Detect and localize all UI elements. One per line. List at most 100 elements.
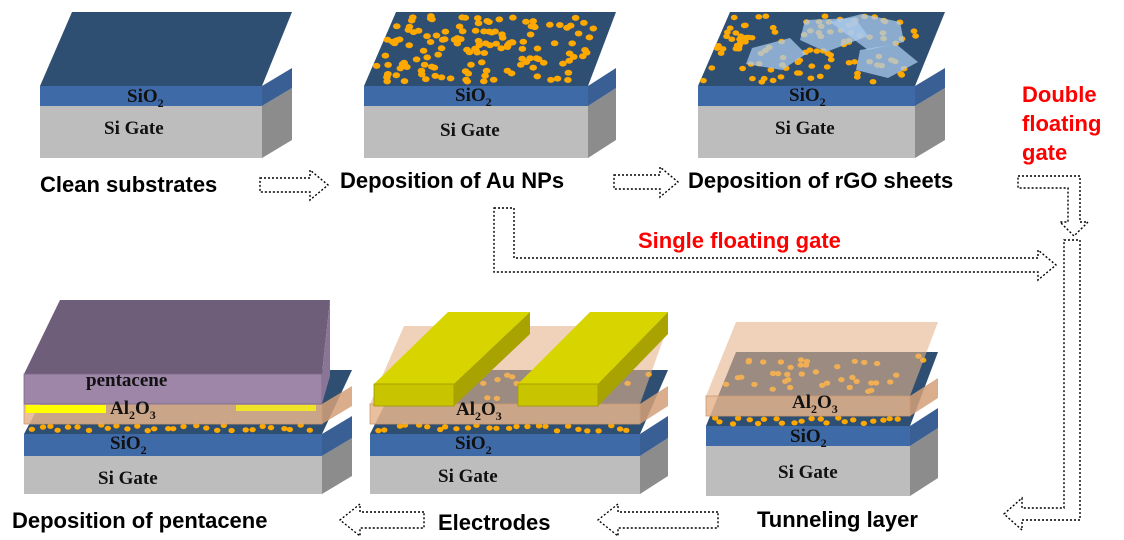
au-nanoparticle [170, 426, 177, 432]
au-nanoparticle [412, 56, 421, 63]
al2o3-side [640, 386, 668, 424]
au-nanoparticle [910, 28, 918, 34]
au-nanoparticle [542, 423, 549, 429]
au-nanoparticle [724, 29, 731, 35]
au-nanoparticle [426, 39, 435, 45]
au-nanoparticle [495, 16, 504, 23]
au-nanoparticle [712, 415, 719, 421]
au-nanoparticle [281, 426, 288, 432]
au-nanoparticle [716, 419, 723, 425]
au-nanoparticle [564, 69, 573, 76]
au-nanoparticle [493, 425, 500, 431]
au-nanoparticle [869, 79, 877, 85]
device-clean-substrate [40, 12, 292, 158]
au-nanoparticle [242, 427, 249, 433]
au-nanoparticle [533, 73, 542, 80]
au-nanoparticle [478, 59, 486, 66]
au-nanoparticle [64, 424, 72, 430]
sio2-front [364, 86, 588, 106]
sio2-front [40, 86, 262, 106]
au-nanoparticle [486, 425, 493, 431]
electrode-left-front [373, 383, 455, 407]
au-nanoparticle [513, 423, 520, 430]
au-nanoparticle [754, 420, 762, 427]
au-nanoparticle [505, 425, 513, 431]
au-nanoparticle [608, 423, 615, 429]
au-nanoparticle [574, 30, 583, 37]
au-nanoparticle [498, 31, 506, 38]
au-nanoparticle [441, 424, 449, 430]
al2o3-side [322, 386, 352, 424]
au-nanoparticle [524, 423, 531, 430]
au-nanoparticle [474, 20, 483, 27]
si-gate-label: Si Gate [98, 468, 158, 489]
au-nanoparticle [526, 31, 535, 38]
au-nanoparticle [461, 14, 470, 21]
au-nanoparticle [306, 427, 313, 433]
au-nanoparticle [151, 426, 158, 432]
au-nanoparticle [813, 48, 821, 54]
au-nanoparticle [556, 22, 564, 28]
au-nanoparticle [522, 18, 530, 25]
au-nanoparticle [503, 44, 512, 50]
au-nanoparticle [821, 13, 829, 19]
au-nanoparticle [769, 24, 777, 31]
au-nanoparticle [850, 417, 857, 423]
au-nanoparticle [473, 49, 482, 56]
au-nanoparticle [767, 67, 775, 73]
au-nanoparticle [414, 27, 423, 34]
au-nanoparticle [746, 417, 753, 423]
au-nanoparticle [579, 53, 587, 60]
rgo-sheet [746, 38, 806, 70]
au-nanoparticle [503, 67, 512, 74]
au-nanoparticle [432, 32, 441, 39]
au-nanoparticle [375, 428, 382, 434]
au-nanoparticle [529, 64, 537, 71]
au-nanoparticle [760, 416, 768, 422]
au-nanoparticle [533, 45, 542, 52]
sio2-side [915, 68, 945, 106]
au-nanoparticle [808, 63, 816, 69]
au-nanoparticle [791, 420, 798, 426]
au-nanoparticle [730, 14, 738, 21]
au-nanoparticle [777, 74, 785, 80]
arrow-single-path [493, 207, 1058, 282]
au-nanoparticle [585, 34, 594, 41]
al2o3-front [369, 403, 641, 425]
au-nanoparticle [595, 428, 602, 434]
au-nanoparticle [742, 39, 749, 45]
au-nanoparticle [458, 28, 467, 35]
au-nanoparticle [739, 65, 746, 72]
au-nanoparticle [419, 47, 428, 54]
au-nanoparticle [474, 37, 483, 44]
au-nanoparticle [434, 51, 443, 58]
au-nanoparticle [559, 60, 567, 67]
sio2-side [588, 68, 616, 106]
au-nanoparticle [437, 45, 446, 52]
au-nanoparticle [762, 13, 770, 19]
sio2-front [698, 86, 915, 106]
si-gate-front [40, 106, 262, 158]
step-tunneling-layer: Tunneling layer [757, 507, 918, 532]
au-nanoparticle [535, 423, 543, 429]
au-nanoparticle [404, 26, 413, 33]
au-nanoparticle [437, 426, 444, 433]
pentacene-label: pentacene [86, 370, 168, 391]
au-nanoparticle [372, 62, 381, 69]
si-gate-side [262, 88, 292, 158]
au-nanoparticle [734, 415, 742, 421]
si-gate-front [24, 456, 322, 494]
sio2-side [262, 68, 292, 106]
au-nanoparticle [817, 416, 824, 422]
arrow-down-left [1002, 239, 1081, 532]
si-gate-label: Si Gate [104, 118, 164, 139]
au-nanoparticle [214, 427, 221, 433]
sio2-label: SiO2 [790, 426, 827, 450]
sio2-front [706, 426, 910, 446]
au-nanoparticle [463, 46, 471, 53]
au-nanoparticle [854, 70, 861, 77]
au-nanoparticle [550, 40, 559, 47]
au-nanoparticle [381, 427, 388, 433]
step-deposition-pentacene: Deposition of pentacene [12, 508, 268, 533]
sio2-front [24, 434, 322, 456]
